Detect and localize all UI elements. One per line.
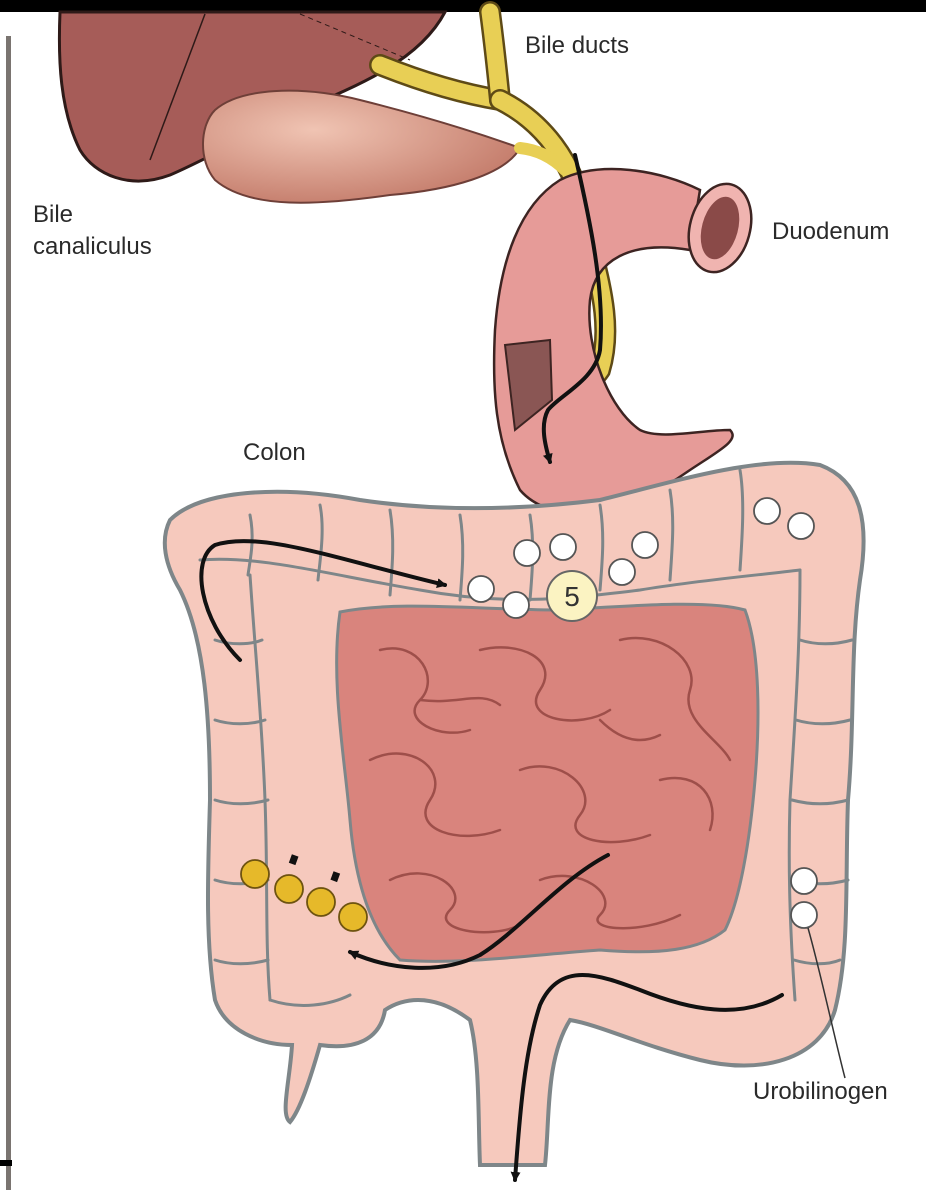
step-badge: 5 [547, 571, 597, 621]
label-urobilinogen: Urobilinogen [753, 1076, 888, 1108]
step-badge-number: 5 [564, 581, 580, 612]
top-frame-bar [0, 0, 926, 12]
label-bile-canaliculus-line2: canaliculus [33, 231, 152, 263]
left-frame-bar [6, 36, 11, 1190]
label-bile-canaliculus-line1: Bile [33, 199, 73, 231]
bottom-left-tick [0, 1160, 12, 1166]
label-duodenum: Duodenum [772, 216, 889, 248]
label-colon: Colon [243, 437, 306, 469]
label-bile-ducts: Bile ducts [525, 30, 629, 62]
gallbladder [203, 91, 520, 203]
